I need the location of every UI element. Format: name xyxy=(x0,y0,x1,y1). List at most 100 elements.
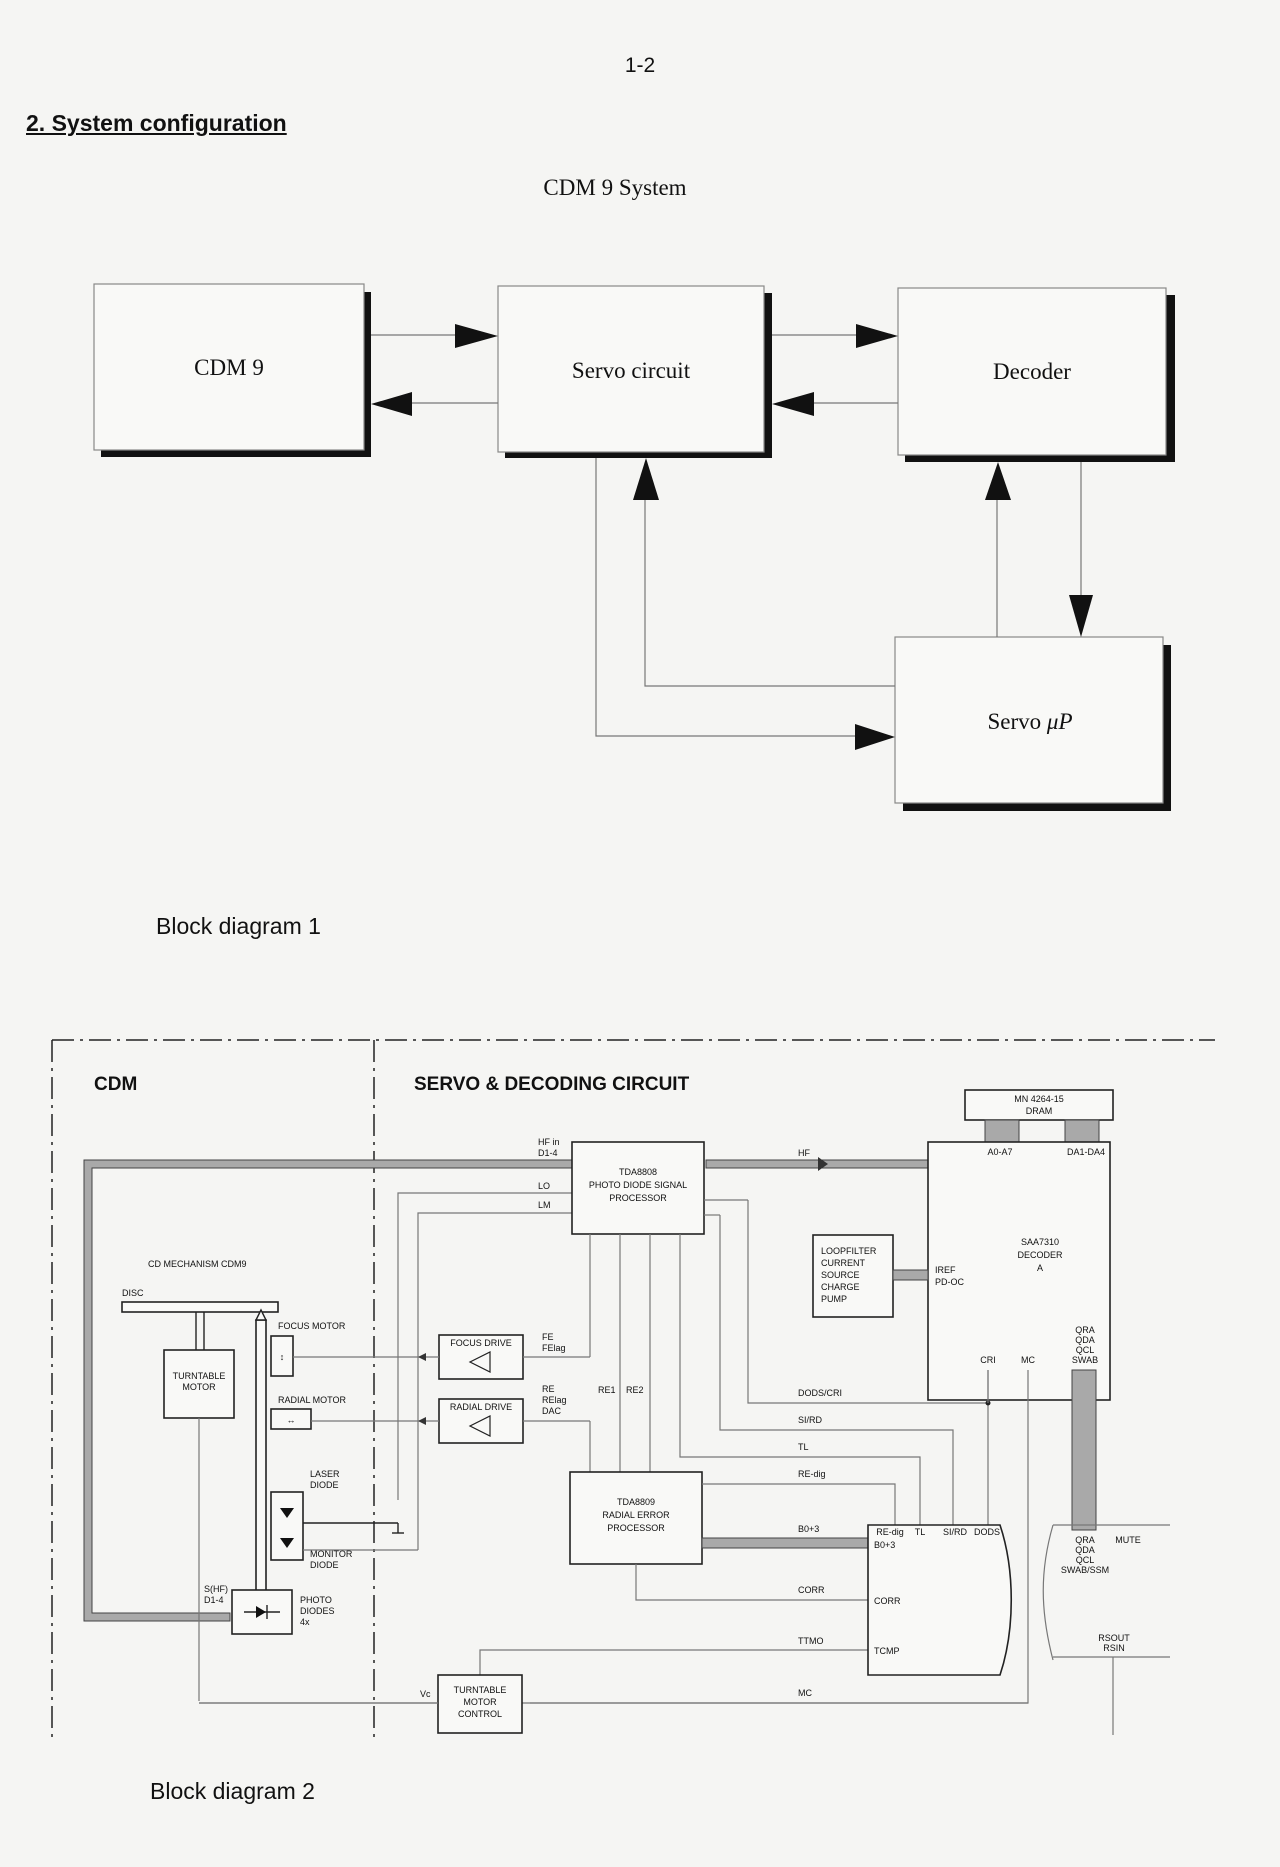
svg-text:QDA: QDA xyxy=(1075,1545,1095,1555)
disc xyxy=(121,1301,279,1313)
svg-text:TL: TL xyxy=(798,1442,809,1452)
turntable-motor-control-block: TURNTABLE MOTOR CONTROL xyxy=(437,1674,523,1734)
svg-text:RSOUT: RSOUT xyxy=(1098,1633,1130,1643)
cdm9-label: CDM 9 xyxy=(194,355,264,380)
svg-text:CRI: CRI xyxy=(980,1355,996,1365)
svg-text:FE: FE xyxy=(542,1332,554,1342)
svg-text:TL: TL xyxy=(915,1527,926,1537)
svg-text:CURRENT: CURRENT xyxy=(821,1258,866,1268)
svg-text:D1-4: D1-4 xyxy=(204,1595,224,1605)
mechanism-label: CD MECHANISM CDM9 xyxy=(148,1259,247,1269)
arrow-up-to-decoder xyxy=(985,462,1011,500)
svg-text:SI/RD: SI/RD xyxy=(798,1415,823,1425)
svg-text:RSIN: RSIN xyxy=(1103,1643,1125,1653)
servo-up-block: Servo μP xyxy=(894,636,1171,811)
tda8809-block: TDA8809 RADIAL ERROR PROCESSOR xyxy=(569,1471,703,1565)
svg-text:SOURCE: SOURCE xyxy=(821,1270,860,1280)
svg-text:A: A xyxy=(1037,1263,1043,1273)
svg-text:TCMP: TCMP xyxy=(874,1646,900,1656)
arrow-decoder-to-servo xyxy=(772,392,814,416)
svg-text:LOOPFILTER: LOOPFILTER xyxy=(821,1246,877,1256)
focus-motor-label: FOCUS MOTOR xyxy=(278,1321,346,1331)
region-cdm-label: CDM xyxy=(94,1074,137,1095)
cdm9-block: CDM 9 xyxy=(93,283,371,457)
svg-text:A0-A7: A0-A7 xyxy=(987,1147,1012,1157)
loopfilter-block: LOOPFILTER CURRENT SOURCE CHARGE PUMP xyxy=(812,1234,894,1318)
svg-text:CORR: CORR xyxy=(874,1596,901,1606)
svg-text:DA1-DA4: DA1-DA4 xyxy=(1067,1147,1105,1157)
laser-monitor-diodes xyxy=(270,1491,304,1561)
svg-text:DAC: DAC xyxy=(542,1406,562,1416)
svg-text:PUMP: PUMP xyxy=(821,1294,847,1304)
block-diagram-1: CDM 9 System CDM 9 Servo circuit Decoder… xyxy=(93,175,1175,811)
svg-text:RE: RE xyxy=(542,1384,555,1394)
svg-text:SAA7310: SAA7310 xyxy=(1021,1237,1059,1247)
svg-text:PHOTO DIODE SIGNAL: PHOTO DIODE SIGNAL xyxy=(589,1180,687,1190)
svg-text:QRA: QRA xyxy=(1075,1325,1095,1335)
turntable-motor-block: TURNTABLE MOTOR xyxy=(163,1349,235,1419)
svg-text:QCL: QCL xyxy=(1076,1345,1095,1355)
arrow-decoder-to-up xyxy=(1069,595,1093,637)
caption-diagram-1: Block diagram 1 xyxy=(156,913,321,939)
svg-text:B0+3: B0+3 xyxy=(798,1524,819,1534)
svg-text:RElag: RElag xyxy=(542,1395,567,1405)
svg-text:CONTROL: CONTROL xyxy=(458,1709,502,1719)
svg-text:DIODE: DIODE xyxy=(310,1560,339,1570)
svg-text:MC: MC xyxy=(798,1688,812,1698)
svg-text:TURNTABLE: TURNTABLE xyxy=(173,1371,226,1381)
arrow-up-to-servo xyxy=(633,458,659,500)
svg-text:DODS: DODS xyxy=(974,1527,1000,1537)
svg-text:SI/RD: SI/RD xyxy=(943,1527,968,1537)
svg-text:PROCESSOR: PROCESSOR xyxy=(609,1193,667,1203)
svg-text:LO: LO xyxy=(538,1181,550,1191)
diagram1-title: CDM 9 System xyxy=(543,175,686,200)
arrow-cdm-to-servo xyxy=(455,324,498,348)
svg-text:RE2: RE2 xyxy=(626,1385,644,1395)
svg-text:B0+3: B0+3 xyxy=(874,1540,895,1550)
focus-motor xyxy=(270,1335,294,1377)
svg-text:MONITOR: MONITOR xyxy=(310,1549,353,1559)
svg-text:↔: ↔ xyxy=(287,1415,296,1425)
arrow-servo-to-decoder xyxy=(856,324,898,348)
svg-text:HF in: HF in xyxy=(538,1137,560,1147)
radial-motor-label: RADIAL MOTOR xyxy=(278,1395,347,1405)
svg-text:RADIAL DRIVE: RADIAL DRIVE xyxy=(450,1402,512,1412)
block-diagram-2: CDM SERVO & DECODING CIRCUIT CD MECHANIS… xyxy=(51,1039,1215,1740)
arrow-servo-to-up xyxy=(855,724,895,750)
arrow-servo-to-cdm xyxy=(371,392,412,416)
servo-circuit-label: Servo circuit xyxy=(572,358,691,383)
decoder-block: Decoder xyxy=(897,287,1175,462)
svg-text:FOCUS DRIVE: FOCUS DRIVE xyxy=(450,1338,512,1348)
svg-text:RE-dig: RE-dig xyxy=(798,1469,826,1479)
svg-text:CHARGE: CHARGE xyxy=(821,1282,860,1292)
svg-text:QCL: QCL xyxy=(1076,1555,1095,1565)
svg-text:PD-OC: PD-OC xyxy=(935,1277,965,1287)
svg-text:↕: ↕ xyxy=(280,1352,285,1362)
servo-up-label: Servo μP xyxy=(987,709,1072,734)
svg-text:D1-4: D1-4 xyxy=(538,1148,558,1158)
svg-text:HF: HF xyxy=(798,1148,810,1158)
svg-text:DECODER: DECODER xyxy=(1017,1250,1063,1260)
svg-text:4x: 4x xyxy=(300,1617,310,1627)
svg-text:S(HF): S(HF) xyxy=(204,1584,228,1594)
svg-text:QDA: QDA xyxy=(1075,1335,1095,1345)
tda8808-block: TDA8808 PHOTO DIODE SIGNAL PROCESSOR xyxy=(571,1141,705,1235)
svg-text:LM: LM xyxy=(538,1200,551,1210)
radial-motor xyxy=(270,1408,312,1430)
svg-text:DIODE: DIODE xyxy=(310,1480,339,1490)
svg-text:MUTE: MUTE xyxy=(1115,1535,1141,1545)
section-title: 2. System configuration xyxy=(26,110,287,136)
dram-block: MN 4264-15 DRAM xyxy=(964,1089,1114,1121)
svg-text:TDA8808: TDA8808 xyxy=(619,1167,657,1177)
svg-text:SWAB/SSM: SWAB/SSM xyxy=(1061,1565,1109,1575)
svg-text:TTMO: TTMO xyxy=(798,1636,824,1646)
saa7310-block: A0-A7 DA1-DA4 SAA7310 DECODER A IREF PD-… xyxy=(927,1141,1111,1401)
caption-diagram-2: Block diagram 2 xyxy=(150,1778,315,1804)
decoder-label: Decoder xyxy=(993,359,1071,384)
svg-text:PHOTO: PHOTO xyxy=(300,1595,332,1605)
svg-text:FElag: FElag xyxy=(542,1343,566,1353)
svg-text:DIODES: DIODES xyxy=(300,1606,335,1616)
servo-circuit-block: Servo circuit xyxy=(497,285,772,458)
svg-text:PROCESSOR: PROCESSOR xyxy=(607,1523,665,1533)
svg-text:RE1: RE1 xyxy=(598,1385,616,1395)
